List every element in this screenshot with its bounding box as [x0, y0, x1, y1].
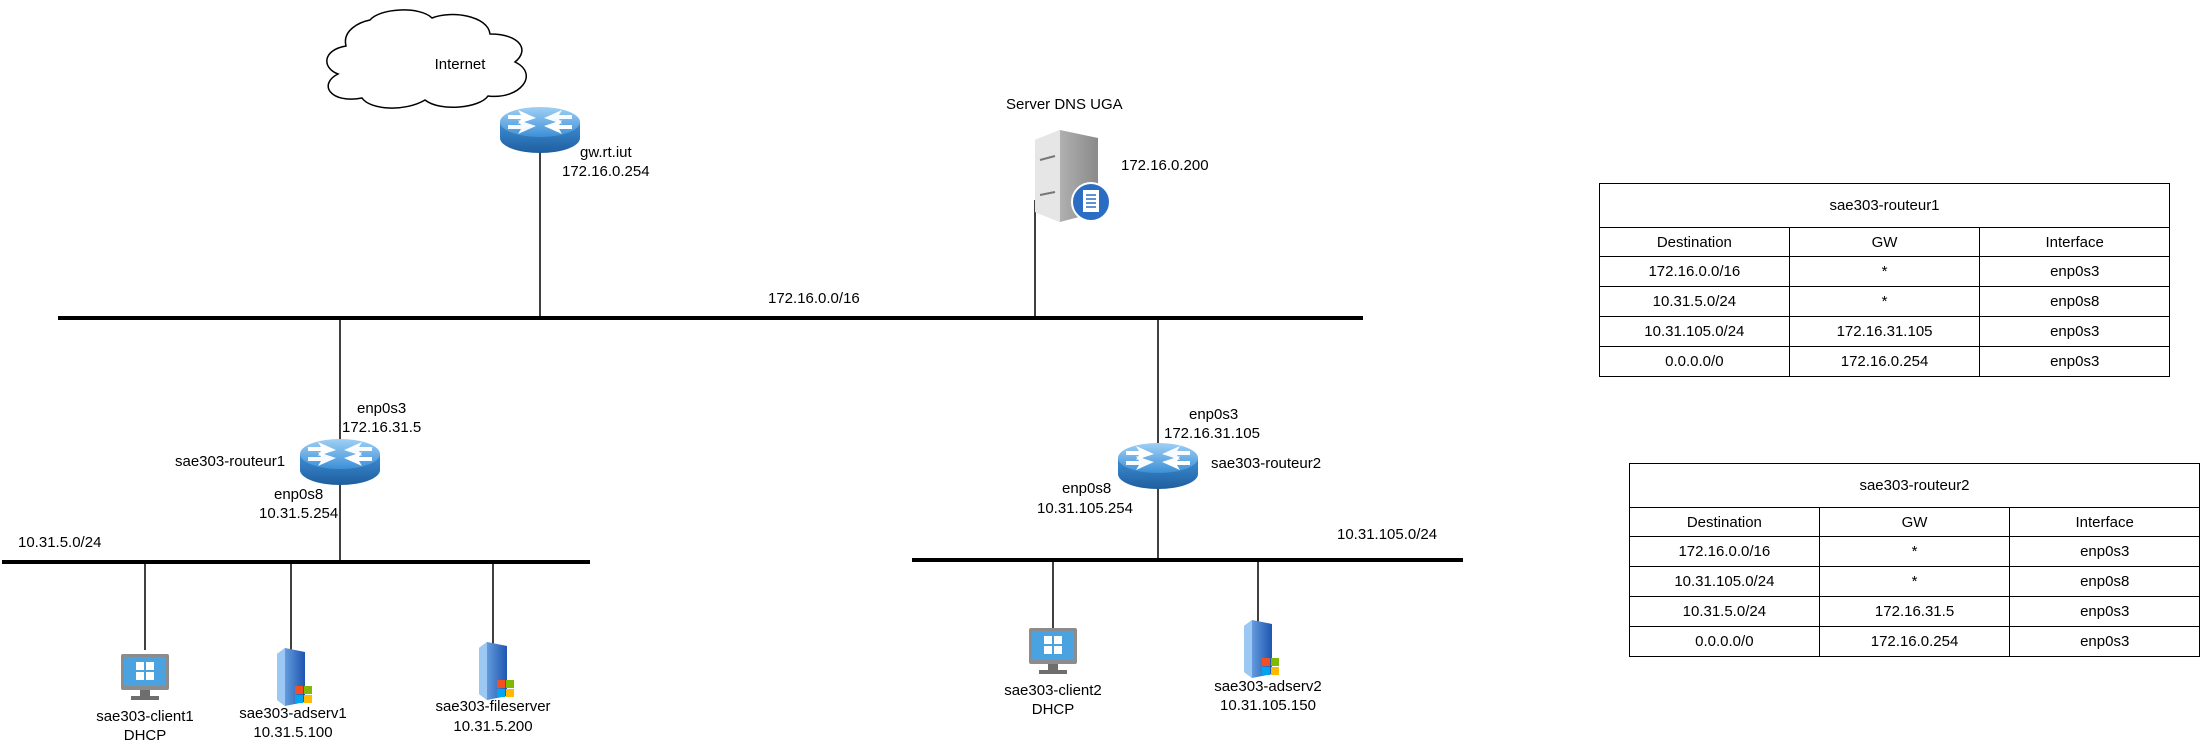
cell-destination: 10.31.105.0/24	[1599, 316, 1790, 347]
router1-ip-down: 10.31.5.254	[259, 505, 339, 522]
router2-ip-up: 172.16.31.105	[1164, 425, 1260, 442]
dns-server-icon	[1035, 130, 1111, 222]
router2-name: sae303-routeur2	[1211, 455, 1322, 472]
table-row: 0.0.0.0/0 172.16.0.254 enp0s3	[1599, 346, 2170, 377]
router2-if-up: enp0s3	[1189, 406, 1239, 423]
cell-gw: *	[1818, 536, 2011, 567]
adserv1-name: sae303-adserv1	[239, 705, 347, 722]
cell-destination: 10.31.5.0/24	[1599, 286, 1790, 317]
cell-interface: enp0s3	[2009, 626, 2200, 657]
table-row: 10.31.105.0/24 172.16.31.105 enp0s3	[1599, 316, 2170, 347]
gateway-router-icon	[500, 107, 580, 153]
routing-table-title: sae303-routeur1	[1599, 183, 2170, 228]
cell-interface: enp0s8	[1979, 286, 2170, 317]
cell-destination: 0.0.0.0/0	[1599, 346, 1790, 377]
cell-gw: 172.16.0.254	[1788, 346, 1981, 377]
cell-destination: 10.31.105.0/24	[1629, 566, 1820, 597]
cell-gw: *	[1788, 286, 1981, 317]
cell-destination: 172.16.0.0/16	[1629, 536, 1820, 567]
table-row: 172.16.0.0/16 * enp0s3	[1599, 256, 2170, 287]
routing-table-router1: sae303-routeur1 Destination GW Interface…	[1599, 183, 2170, 377]
client1-monitor-icon	[121, 654, 169, 700]
router1-name: sae303-routeur1	[175, 453, 286, 470]
column-header-destination: Destination	[1599, 227, 1790, 257]
router2-icon	[1118, 443, 1198, 489]
client2-name: sae303-client2	[1004, 682, 1102, 699]
dns-server-name: Server DNS UGA	[1006, 96, 1123, 113]
adserv1-ip: 10.31.5.100	[253, 724, 333, 741]
table-row: 10.31.5.0/24 172.16.31.5 enp0s3	[1629, 596, 2200, 627]
client1-name: sae303-client1	[96, 708, 194, 725]
fileserver-ip: 10.31.5.200	[453, 718, 533, 735]
cell-gw: 172.16.31.5	[1818, 596, 2011, 627]
cell-destination: 0.0.0.0/0	[1629, 626, 1820, 657]
table-row: 0.0.0.0/0 172.16.0.254 enp0s3	[1629, 626, 2200, 657]
cell-interface: enp0s8	[2009, 566, 2200, 597]
routing-table-router2: sae303-routeur2 Destination GW Interface…	[1629, 463, 2200, 657]
column-header-gw: GW	[1788, 227, 1981, 257]
cell-interface: enp0s3	[2009, 596, 2200, 627]
cell-gw: *	[1788, 256, 1981, 287]
router1-if-up: enp0s3	[357, 400, 407, 417]
adserv2-server-icon	[1244, 620, 1279, 678]
left-network-label: 10.31.5.0/24	[18, 534, 102, 551]
column-header-interface: Interface	[1979, 227, 2170, 257]
table-row: 10.31.5.0/24 * enp0s8	[1599, 286, 2170, 317]
router1-icon	[300, 439, 380, 485]
cell-interface: enp0s3	[1979, 256, 2170, 287]
fileserver-name: sae303-fileserver	[435, 698, 551, 715]
cell-interface: enp0s3	[2009, 536, 2200, 567]
adserv2-name: sae303-adserv2	[1214, 678, 1322, 695]
dns-server-ip: 172.16.0.200	[1121, 157, 1209, 174]
table-row: 10.31.105.0/24 * enp0s8	[1629, 566, 2200, 597]
right-network-label: 10.31.105.0/24	[1337, 526, 1438, 543]
column-header-gw: GW	[1818, 507, 2011, 537]
gateway-ip: 172.16.0.254	[562, 163, 650, 180]
main-network-label: 172.16.0.0/16	[768, 290, 860, 307]
adserv2-ip: 10.31.105.150	[1220, 697, 1316, 714]
table-row: 172.16.0.0/16 * enp0s3	[1629, 536, 2200, 567]
column-header-interface: Interface	[2009, 507, 2200, 537]
gateway-name: gw.rt.iut	[580, 144, 632, 161]
internet-label: Internet	[434, 56, 486, 73]
cell-gw: 172.16.0.254	[1818, 626, 2011, 657]
cell-destination: 172.16.0.0/16	[1599, 256, 1790, 287]
client2-ip: DHCP	[1031, 701, 1075, 718]
client1-ip: DHCP	[123, 727, 167, 744]
router1-ip-up: 172.16.31.5	[342, 419, 422, 436]
fileserver-server-icon	[479, 642, 514, 700]
adserv1-server-icon	[277, 648, 312, 706]
cell-destination: 10.31.5.0/24	[1629, 596, 1820, 627]
cell-interface: enp0s3	[1979, 346, 2170, 377]
router1-if-down: enp0s8	[274, 486, 324, 503]
cell-gw: 172.16.31.105	[1788, 316, 1981, 347]
internet-cloud-icon	[326, 9, 527, 109]
client2-monitor-icon	[1029, 628, 1077, 674]
router2-ip-down: 10.31.105.254	[1037, 500, 1133, 517]
router2-if-down: enp0s8	[1062, 480, 1112, 497]
routing-table-title: sae303-routeur2	[1629, 463, 2200, 508]
column-header-destination: Destination	[1629, 507, 1820, 537]
cell-interface: enp0s3	[1979, 316, 2170, 347]
cell-gw: *	[1818, 566, 2011, 597]
